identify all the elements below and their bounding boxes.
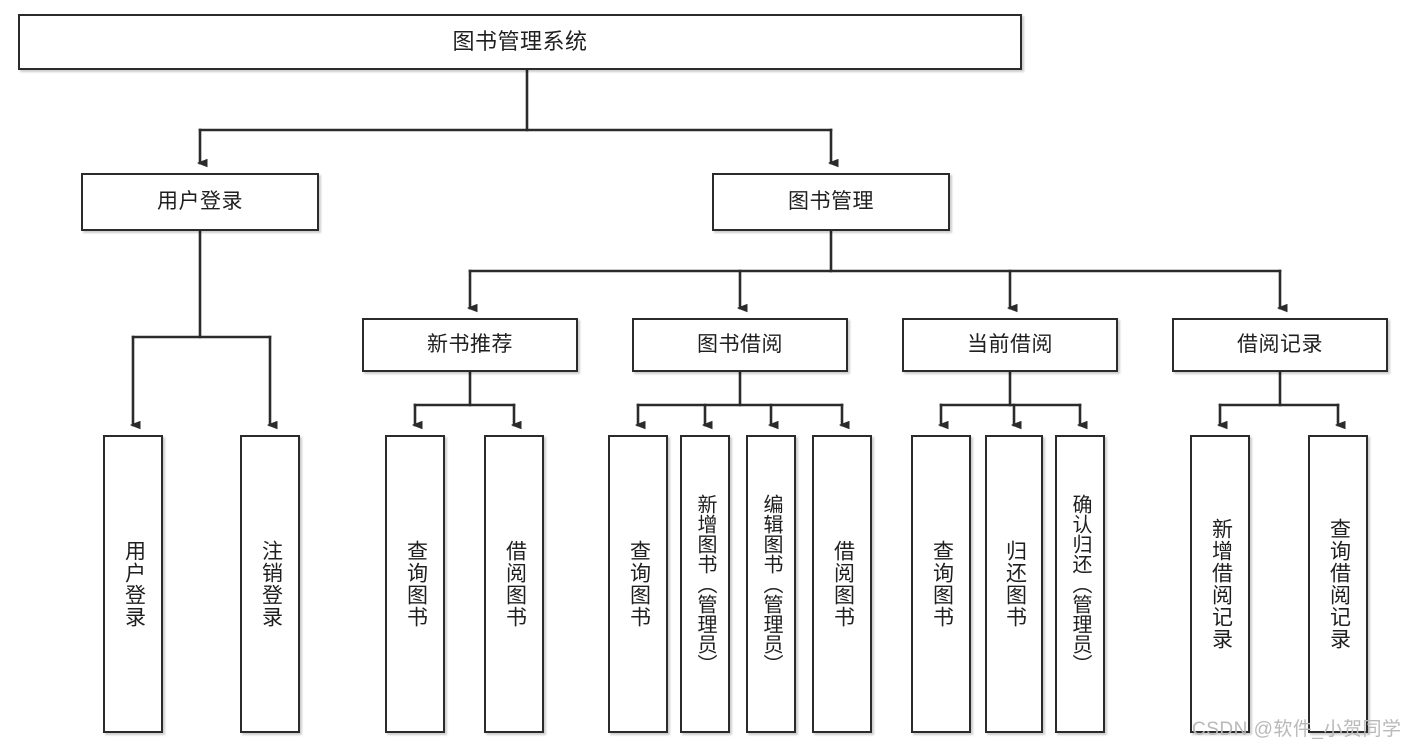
node-leaf-add-record[interactable]: 新增借阅记录	[1190, 435, 1250, 733]
node-leaf-borrow-book-2-label: 借阅图书	[831, 540, 855, 628]
node-leaf-edit-book-label: 编辑图书（管理员）	[760, 494, 782, 674]
node-leaf-query-book-2[interactable]: 查询图书	[608, 435, 668, 733]
node-new-book-rec-label: 新书推荐	[427, 333, 513, 357]
node-leaf-return-book[interactable]: 归还图书	[985, 435, 1043, 733]
connector-lines	[133, 68, 1338, 425]
node-current-borrow[interactable]: 当前借阅	[902, 318, 1118, 372]
node-leaf-add-book[interactable]: 新增图书（管理员）	[680, 435, 730, 733]
node-borrow-record[interactable]: 借阅记录	[1172, 318, 1388, 372]
node-leaf-user-logout[interactable]: 注销登录	[240, 435, 300, 733]
node-leaf-add-record-label: 新增借阅记录	[1209, 518, 1233, 650]
node-leaf-confirm-return[interactable]: 确认归还（管理员）	[1055, 435, 1105, 733]
node-borrow-record-label: 借阅记录	[1237, 333, 1323, 357]
node-leaf-query-book-3-label: 查询图书	[930, 540, 954, 628]
node-book-manage[interactable]: 图书管理	[712, 173, 950, 231]
node-leaf-user-logout-label: 注销登录	[259, 540, 283, 628]
node-book-borrow-label: 图书借阅	[697, 333, 783, 357]
node-leaf-query-book-2-label: 查询图书	[627, 540, 651, 628]
node-leaf-query-book-1-label: 查询图书	[404, 540, 428, 628]
node-leaf-edit-book[interactable]: 编辑图书（管理员）	[746, 435, 796, 733]
node-leaf-add-book-label: 新增图书（管理员）	[694, 494, 716, 674]
node-book-manage-label: 图书管理	[788, 190, 874, 214]
node-leaf-user-login-label: 用户登录	[122, 540, 146, 628]
node-new-book-rec[interactable]: 新书推荐	[362, 318, 578, 372]
node-leaf-user-login[interactable]: 用户登录	[103, 435, 163, 733]
node-leaf-return-book-label: 归还图书	[1003, 540, 1027, 628]
node-leaf-query-record-label: 查询借阅记录	[1327, 518, 1351, 650]
node-user-login-label: 用户登录	[157, 190, 243, 214]
node-leaf-borrow-book-1-label: 借阅图书	[503, 540, 527, 628]
node-leaf-query-record[interactable]: 查询借阅记录	[1308, 435, 1368, 733]
node-root[interactable]: 图书管理系统	[18, 14, 1022, 70]
node-user-login[interactable]: 用户登录	[81, 173, 319, 231]
node-leaf-borrow-book-1[interactable]: 借阅图书	[484, 435, 544, 733]
node-leaf-confirm-return-label: 确认归还（管理员）	[1069, 494, 1091, 674]
node-leaf-query-book-3[interactable]: 查询图书	[911, 435, 971, 733]
node-current-borrow-label: 当前借阅	[967, 333, 1053, 357]
node-leaf-borrow-book-2[interactable]: 借阅图书	[812, 435, 872, 733]
node-leaf-query-book-1[interactable]: 查询图书	[385, 435, 445, 733]
node-book-borrow[interactable]: 图书借阅	[632, 318, 848, 372]
node-root-label: 图书管理系统	[452, 28, 588, 54]
